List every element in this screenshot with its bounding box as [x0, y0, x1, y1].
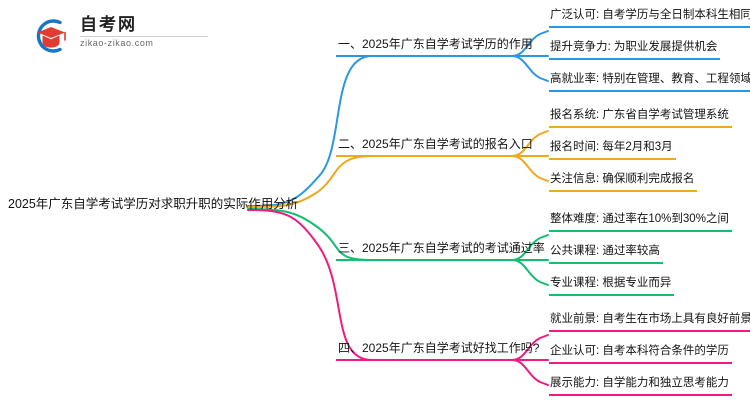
root-node[interactable]: 2025年广东自学考试学历对求职升职的实际作用分析: [8, 197, 299, 211]
link-branch-3-leaf-3: [511, 259, 549, 286]
site-logo[interactable]: 自考网 zikao-zikao.com: [30, 14, 215, 58]
leaf-node-3-2-label: 公共课程: 通过率较高: [549, 244, 663, 264]
logo-text-block: 自考网 zikao-zikao.com: [80, 15, 215, 49]
leaf-node-1-3-label: 高就业率: 特别在管理、教育、工程领域: [549, 72, 750, 92]
branch-node-1-label: 一、2025年广东自学考试学历的作用: [336, 36, 535, 57]
link-root-branch-2: [247, 155, 513, 208]
link-root-branch-1: [247, 55, 513, 207]
leaf-node-3-1[interactable]: 整体难度: 通过率在10%到30%之间: [549, 212, 732, 232]
leaf-node-2-1-label: 报名系统: 广东省自学考试管理系统: [549, 108, 732, 128]
leaf-node-2-2-label: 报名时间: 每年2月和3月: [549, 140, 676, 160]
branch-node-3[interactable]: 三、2025年广东自学考试的考试通过率: [336, 240, 547, 261]
leaf-node-1-3[interactable]: 高就业率: 特别在管理、教育、工程领域: [549, 72, 750, 92]
branch-node-2-label: 二、2025年广东自学考试的报名入口: [336, 136, 535, 157]
leaf-node-2-3[interactable]: 关注信息: 确保顺利完成报名: [549, 172, 698, 192]
leaf-node-4-1-label: 就业前景: 自考生在市场上具有良好前景: [549, 312, 750, 332]
branch-node-1[interactable]: 一、2025年广东自学考试学历的作用: [336, 36, 535, 57]
logo-divider: [80, 36, 208, 37]
leaf-node-1-1[interactable]: 广泛认可: 自考学历与全日制本科生相同: [549, 8, 750, 28]
link-root-branch-4: [247, 209, 513, 361]
graduation-cap-in-circle-icon: [30, 16, 72, 56]
leaf-node-4-3-label: 展示能力: 自学能力和独立思考能力: [549, 376, 732, 396]
leaf-node-2-3-label: 关注信息: 确保顺利完成报名: [549, 172, 698, 192]
leaf-node-1-1-label: 广泛认可: 自考学历与全日制本科生相同: [549, 8, 750, 28]
link-root-branch-3: [247, 208, 513, 261]
logo-domain: zikao-zikao.com: [80, 38, 154, 48]
leaf-node-2-1[interactable]: 报名系统: 广东省自学考试管理系统: [549, 108, 732, 128]
leaf-node-4-2-label: 企业认可: 自考本科符合条件的学历: [549, 344, 732, 364]
branch-node-2[interactable]: 二、2025年广东自学考试的报名入口: [336, 136, 535, 157]
leaf-node-2-2[interactable]: 报名时间: 每年2月和3月: [549, 140, 676, 160]
leaf-node-4-3[interactable]: 展示能力: 自学能力和独立思考能力: [549, 376, 732, 396]
leaf-node-3-3-label: 专业课程: 根据专业而异: [549, 276, 675, 296]
leaf-node-1-2[interactable]: 提升竞争力: 为职业发展提供机会: [549, 40, 721, 60]
leaf-node-4-2[interactable]: 企业认可: 自考本科符合条件的学历: [549, 344, 732, 364]
leaf-node-3-2[interactable]: 公共课程: 通过率较高: [549, 244, 663, 264]
branch-node-4[interactable]: 四、2025年广东自学考试好找工作吗?: [336, 340, 542, 361]
leaf-node-4-1[interactable]: 就业前景: 自考生在市场上具有良好前景: [549, 312, 750, 332]
leaf-node-1-2-label: 提升竞争力: 为职业发展提供机会: [549, 40, 721, 60]
link-branch-1-leaf-3: [511, 55, 549, 82]
link-branch-2-leaf-3: [511, 155, 549, 182]
branch-node-4-label: 四、2025年广东自学考试好找工作吗?: [336, 340, 542, 361]
leaf-node-3-3[interactable]: 专业课程: 根据专业而异: [549, 276, 675, 296]
logo-site-name: 自考网: [80, 15, 137, 34]
leaf-node-3-1-label: 整体难度: 通过率在10%到30%之间: [549, 212, 732, 232]
link-branch-4-leaf-3: [511, 359, 549, 386]
branch-node-3-label: 三、2025年广东自学考试的考试通过率: [336, 240, 547, 261]
